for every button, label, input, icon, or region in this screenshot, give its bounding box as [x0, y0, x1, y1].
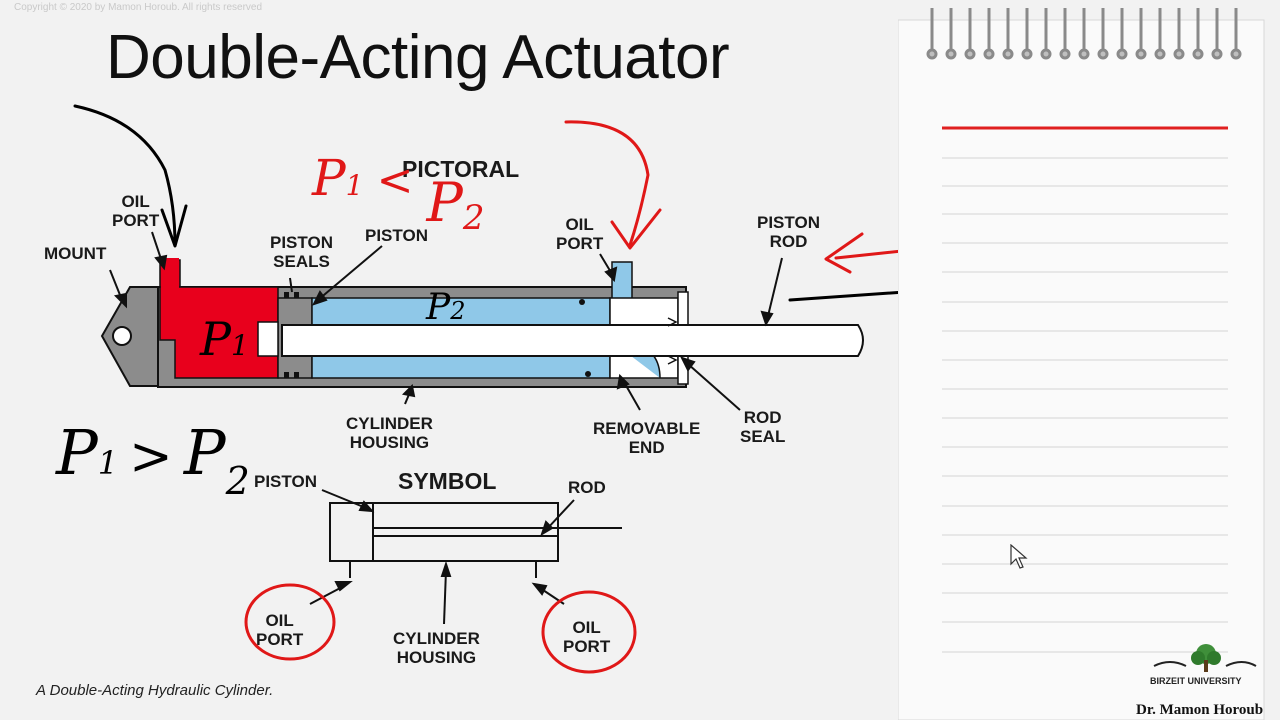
symbol-label-rod: ROD	[568, 478, 606, 497]
black-arrow-to-left-port	[73, 104, 177, 247]
piston-nut	[257, 321, 279, 357]
label-mount: MOUNT	[44, 244, 107, 263]
rod-seal	[667, 317, 678, 365]
red-arrow-to-right-port	[564, 120, 650, 247]
copyright-notice: Copyright © 2020 by Mamon Horoub. All ri…	[14, 2, 263, 13]
annotation-p2-chamber: P2	[426, 287, 466, 328]
circle-oil-port-left	[244, 583, 336, 661]
cap-end-oil-chamber	[159, 259, 279, 379]
notepad-panel	[898, 6, 1265, 720]
piston-rod	[281, 324, 864, 357]
symbol-leaders	[309, 489, 575, 625]
label-piston: PISTON	[365, 226, 428, 245]
piston-seals	[284, 292, 591, 378]
figure-caption: A Double-Acting Hydraulic Cylinder.	[36, 682, 274, 699]
annotation-p1-gt-p2: P1 > P2	[56, 416, 250, 503]
author-name: Dr. Mamon Horoub	[1136, 702, 1264, 718]
label-leaders	[109, 231, 783, 411]
slide-title: Double-Acting Actuator	[106, 23, 730, 92]
left-oil-port-passage	[161, 258, 179, 290]
pictorial-cylinder-diagram	[100, 231, 864, 411]
pictoral-heading: PICTORAL	[402, 156, 520, 182]
symbol-diagram	[309, 489, 622, 625]
mount-hole	[112, 326, 132, 346]
university-name: BIRZEIT UNIVERSITY	[1150, 676, 1242, 686]
symbol-heading: SYMBOL	[398, 468, 497, 494]
spiral-binding	[926, 6, 1242, 60]
symbol-cylinder	[329, 502, 559, 562]
notepad-rules	[942, 157, 1228, 653]
circle-oil-port-right	[541, 590, 637, 674]
annotation-p1-chamber: P1	[200, 312, 249, 366]
university-logo-icon	[1153, 644, 1257, 672]
mouse-cursor-icon	[1010, 544, 1028, 569]
symbol-label-piston: PISTON	[254, 472, 317, 491]
annotation-p1-lt-p2: P1 < P2	[312, 149, 485, 238]
